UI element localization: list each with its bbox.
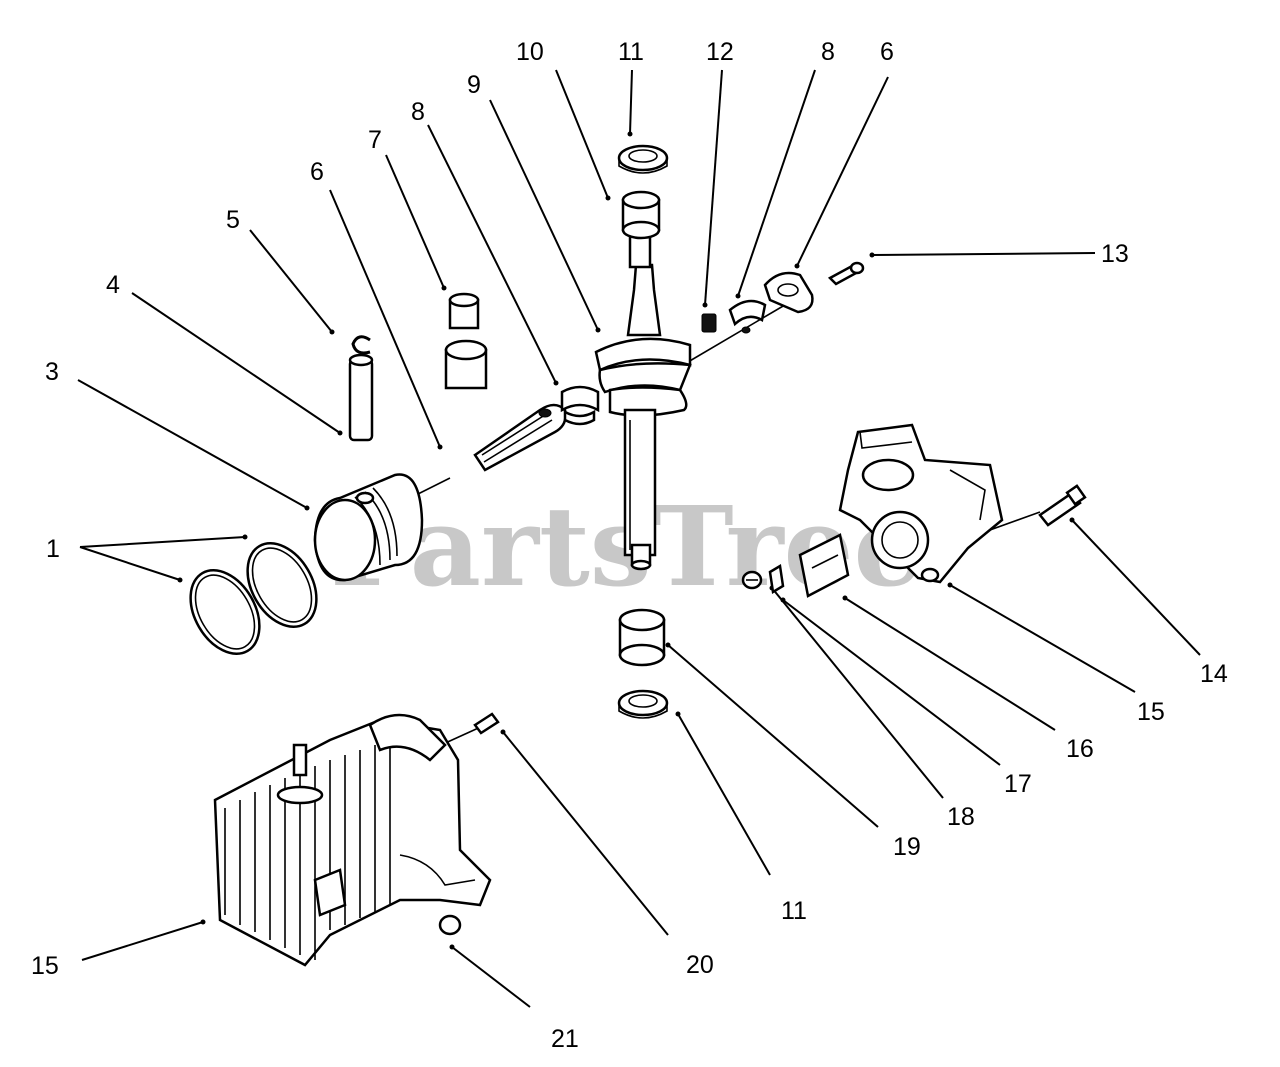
bearing-bottom xyxy=(618,608,666,667)
callout-1: 1 xyxy=(46,535,60,563)
callout-3: 3 xyxy=(45,358,59,386)
callout-20: 20 xyxy=(686,951,714,979)
needle-bearing xyxy=(701,313,717,333)
plug xyxy=(438,914,462,936)
piston-pin xyxy=(348,353,374,442)
cylinder-block xyxy=(213,713,492,967)
screw-small xyxy=(741,570,763,590)
connecting-rod xyxy=(444,339,567,472)
seal-bottom xyxy=(617,689,669,719)
piston xyxy=(313,473,424,582)
bearing-top xyxy=(621,190,661,240)
crankshaft xyxy=(594,226,692,571)
crankcase xyxy=(838,423,1004,584)
gasket xyxy=(798,533,850,598)
rod-cap xyxy=(763,271,814,314)
seal-top xyxy=(617,144,669,174)
callout-11-bottom: 11 xyxy=(781,897,807,925)
callout-15-right: 15 xyxy=(1137,698,1165,726)
callout-19: 19 xyxy=(893,833,921,861)
callout-5: 5 xyxy=(226,206,240,234)
screw xyxy=(827,261,865,286)
callout-14: 14 xyxy=(1200,660,1228,688)
dowel-pin xyxy=(473,712,500,735)
leader-dots xyxy=(177,131,1075,950)
callout-6-right: 6 xyxy=(880,38,894,66)
retaining-clip xyxy=(351,335,371,355)
bushing xyxy=(448,292,480,330)
callout-18: 18 xyxy=(947,803,975,831)
piston-rings xyxy=(189,541,318,656)
callout-13: 13 xyxy=(1101,240,1129,268)
bolt xyxy=(1038,484,1087,527)
callout-9: 9 xyxy=(467,71,481,99)
bearing-half-right xyxy=(728,299,767,334)
leader-lines xyxy=(77,69,1201,1008)
callout-8-left: 8 xyxy=(411,98,425,126)
callout-labels: 1 3 4 5 6 7 8 9 10 11 12 8 6 13 14 15 16… xyxy=(31,38,1228,1053)
callout-7: 7 xyxy=(368,126,382,154)
callout-4: 4 xyxy=(106,271,120,299)
callout-16: 16 xyxy=(1066,735,1094,763)
callout-15-left: 15 xyxy=(31,952,59,980)
callout-12: 12 xyxy=(706,38,734,66)
plate xyxy=(768,563,785,595)
callout-6-left: 6 xyxy=(310,158,324,186)
bearing-half-left xyxy=(560,385,600,426)
callout-8-right: 8 xyxy=(821,38,835,66)
callout-10: 10 xyxy=(516,38,544,66)
callout-21: 21 xyxy=(551,1025,579,1053)
callout-17: 17 xyxy=(1004,770,1032,798)
callout-11-top: 11 xyxy=(618,38,644,66)
